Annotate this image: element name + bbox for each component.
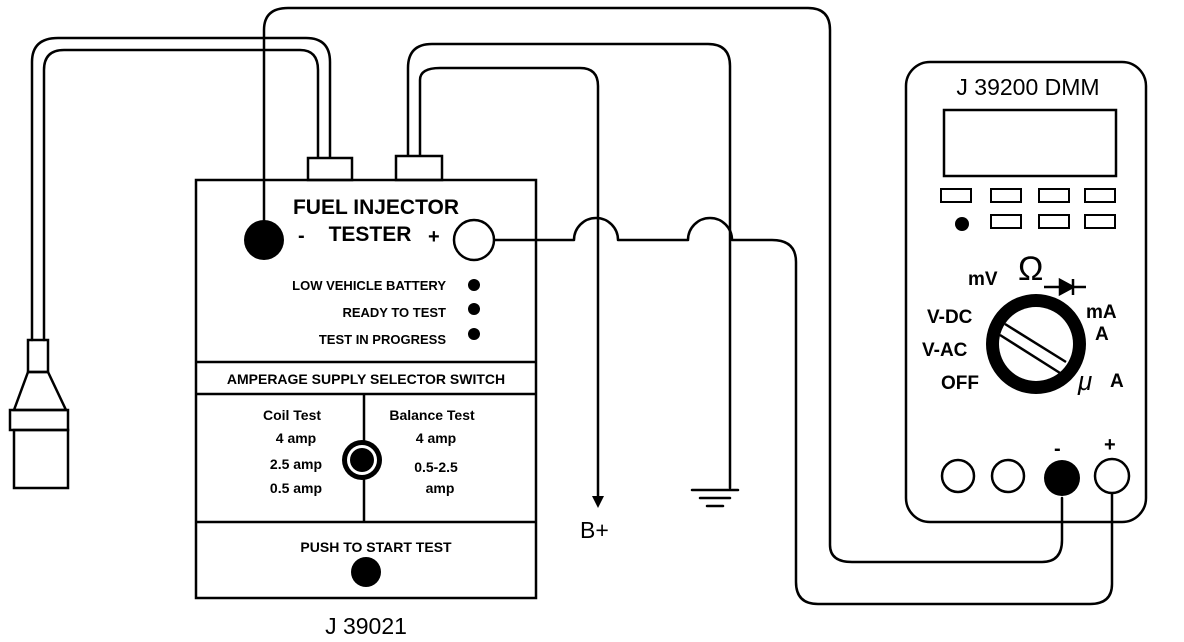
indicator-led-ready: [468, 303, 480, 315]
indicator-led-low-battery: [468, 279, 480, 291]
dmm-jack-1[interactable]: [940, 458, 976, 494]
dial-pointer-line-1: [1004, 322, 1067, 364]
digital-multimeter: J 39200 DMM mV Ω V-DC V-AC OFF mA A μ A: [904, 60, 1148, 524]
dmm-jack-2[interactable]: [990, 458, 1026, 494]
dial-pointer-line-2: [999, 333, 1061, 375]
tester-minus-sign: -: [298, 225, 305, 247]
diode-icon: [1044, 277, 1086, 297]
tester-plug-left: [306, 156, 354, 182]
tester-positive-jack[interactable]: [452, 218, 496, 262]
dmm-button-7[interactable]: [1084, 214, 1116, 229]
dial-label-ohm: Ω: [1018, 250, 1043, 288]
dmm-rotary-dial[interactable]: [986, 294, 1086, 394]
tester-plus-sign: +: [428, 226, 440, 248]
connector-flare: [12, 370, 68, 412]
power-lead-outer: [406, 42, 732, 490]
dmm-negative-jack[interactable]: [1044, 460, 1080, 496]
coil-test-option-2-5amp: 2.5 amp: [270, 456, 322, 472]
start-test-button[interactable]: [351, 557, 381, 587]
dmm-button-6[interactable]: [1038, 214, 1070, 229]
dmm-button-4[interactable]: [1084, 188, 1116, 203]
injector-connector: [8, 338, 70, 490]
selector-heading: AMPERAGE SUPPLY SELECTOR SWITCH: [227, 371, 505, 387]
power-lead-inner: [418, 66, 600, 502]
tester-part-number: J 39021: [325, 613, 407, 639]
supply-arrow-icon: [592, 496, 604, 508]
dmm-button-1[interactable]: [940, 188, 972, 203]
jack-plus-sign: +: [1104, 434, 1116, 456]
balance-test-option-range-unit: amp: [426, 480, 455, 496]
dial-label-micro: μ: [1077, 366, 1092, 396]
dmm-positive-jack[interactable]: [1093, 457, 1131, 495]
dial-label-vdc: V-DC: [927, 307, 973, 328]
dmm-display: [942, 108, 1118, 178]
fuel-injector-tester: FUEL INJECTOR TESTER - + LOW VEHICLE BAT…: [194, 154, 538, 600]
indicator-label-ready: READY TO TEST: [342, 305, 446, 320]
dmm-positive-lead: [492, 216, 1114, 606]
tester-title-line-2: TESTER: [329, 223, 412, 246]
connector-body: [12, 428, 70, 490]
connector-neck: [26, 338, 50, 374]
dmm-button-2[interactable]: [990, 188, 1022, 203]
tester-body: [194, 178, 538, 600]
injector-harness-inner: [42, 48, 320, 342]
amperage-selector-switch[interactable]: [342, 440, 382, 480]
dial-label-vac: V-AC: [922, 340, 968, 361]
indicator-label-low-battery: LOW VEHICLE BATTERY: [292, 278, 446, 293]
dmm-negative-lead: [262, 6, 1064, 564]
coil-test-option-4amp: 4 amp: [276, 430, 316, 446]
tester-plug-right: [394, 154, 444, 182]
dmm-title: J 39200 DMM: [956, 74, 1099, 100]
dmm-button-3[interactable]: [1038, 188, 1070, 203]
coil-test-heading: Coil Test: [263, 407, 321, 423]
selector-switch-knob: [350, 448, 374, 472]
injector-harness-outer: [30, 36, 332, 342]
dmm-button-5[interactable]: [990, 214, 1022, 229]
tester-negative-jack[interactable]: [244, 220, 284, 260]
balance-test-heading: Balance Test: [389, 407, 475, 423]
start-test-label: PUSH TO START TEST: [300, 539, 452, 555]
indicator-led-in-progress: [468, 328, 480, 340]
indicator-label-in-progress: TEST IN PROGRESS: [319, 332, 446, 347]
diode-triangle: [1058, 277, 1076, 297]
coil-test-option-0-5amp: 0.5 amp: [270, 480, 322, 496]
dial-label-a: A: [1095, 324, 1109, 345]
connector-collar: [8, 408, 70, 432]
balance-test-option-4amp: 4 amp: [416, 430, 456, 446]
tester-title-line-1: FUEL INJECTOR: [293, 196, 459, 219]
jack-minus-sign: -: [1054, 438, 1061, 460]
dial-label-ma: mA: [1086, 302, 1117, 323]
supply-label: B+: [580, 517, 609, 543]
dial-label-ua-a: A: [1110, 371, 1124, 392]
dmm-power-indicator: [955, 217, 969, 231]
dial-label-off: OFF: [941, 373, 979, 394]
dial-label-mv: mV: [968, 269, 998, 290]
balance-test-option-range: 0.5-2.5: [414, 459, 458, 475]
dmm-body: [904, 60, 1148, 524]
wires: [30, 6, 1114, 606]
